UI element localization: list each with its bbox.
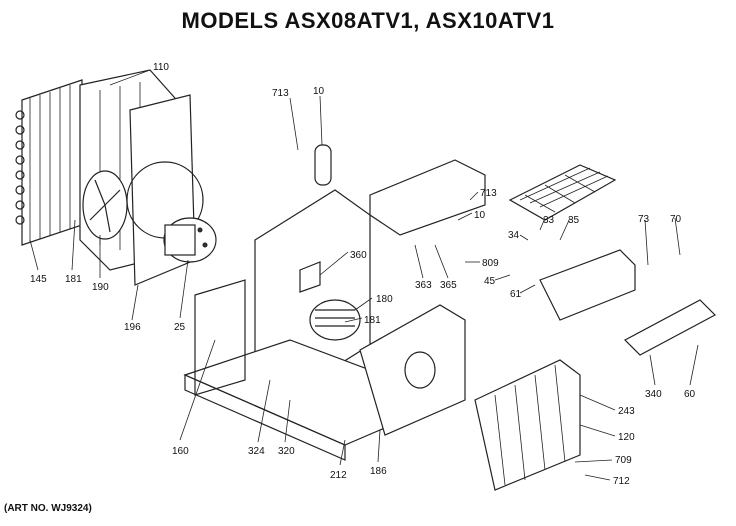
part-label: 33 <box>543 215 555 226</box>
part-label: 61 <box>510 289 522 300</box>
part-label: 35 <box>568 215 580 226</box>
part-label: 320 <box>278 446 295 457</box>
part-label: 709 <box>615 455 632 466</box>
part-labels: 110 713 10 145 181 190 196 25 360 180 18… <box>30 62 696 487</box>
leader-lines <box>29 69 699 481</box>
condenser-fan <box>82 170 128 240</box>
part-label: 160 <box>172 446 189 457</box>
part-label: 110 <box>153 62 169 73</box>
part-label: 363 <box>415 280 432 291</box>
part-label: 324 <box>248 446 265 457</box>
part-label: 145 <box>30 274 47 285</box>
control-box <box>369 159 486 236</box>
part-label: 181 <box>364 315 381 326</box>
part-label: 25 <box>174 322 186 333</box>
part-label: 713 <box>480 188 497 199</box>
part-label: 10 <box>474 210 486 221</box>
condenser-coil <box>15 79 83 246</box>
part-label: 60 <box>684 389 696 400</box>
part-label: 360 <box>350 250 367 261</box>
part-label: 180 <box>376 294 393 305</box>
front-panel <box>359 304 466 436</box>
part-label: 196 <box>124 322 141 333</box>
part-label: 45 <box>484 276 496 287</box>
fan-motor <box>163 217 217 263</box>
part-label: 34 <box>508 230 520 241</box>
part-label: 190 <box>92 282 109 293</box>
evaporator-coil <box>474 359 581 491</box>
part-label: 10 <box>313 86 325 97</box>
control-panel <box>539 249 636 321</box>
blower-wheel <box>309 299 361 341</box>
art-number: (ART NO. WJ9324) <box>4 503 92 514</box>
filter-grille <box>508 164 617 221</box>
diagram-title: MODELS ASX08ATV1, ASX10ATV1 <box>181 8 555 33</box>
part-label: 340 <box>645 389 662 400</box>
part-label: 120 <box>618 432 635 443</box>
part-label: 181 <box>65 274 82 285</box>
part-label: 365 <box>440 280 457 291</box>
part-label: 713 <box>272 88 289 99</box>
capacitor <box>314 144 332 186</box>
part-label: 70 <box>670 214 682 225</box>
part-label: 809 <box>482 258 499 269</box>
part-label: 73 <box>638 214 650 225</box>
escutcheon <box>624 299 716 356</box>
part-label: 186 <box>370 466 387 477</box>
part-label: 212 <box>330 470 347 481</box>
part-label: 243 <box>618 406 635 417</box>
part-label: 712 <box>613 476 630 487</box>
